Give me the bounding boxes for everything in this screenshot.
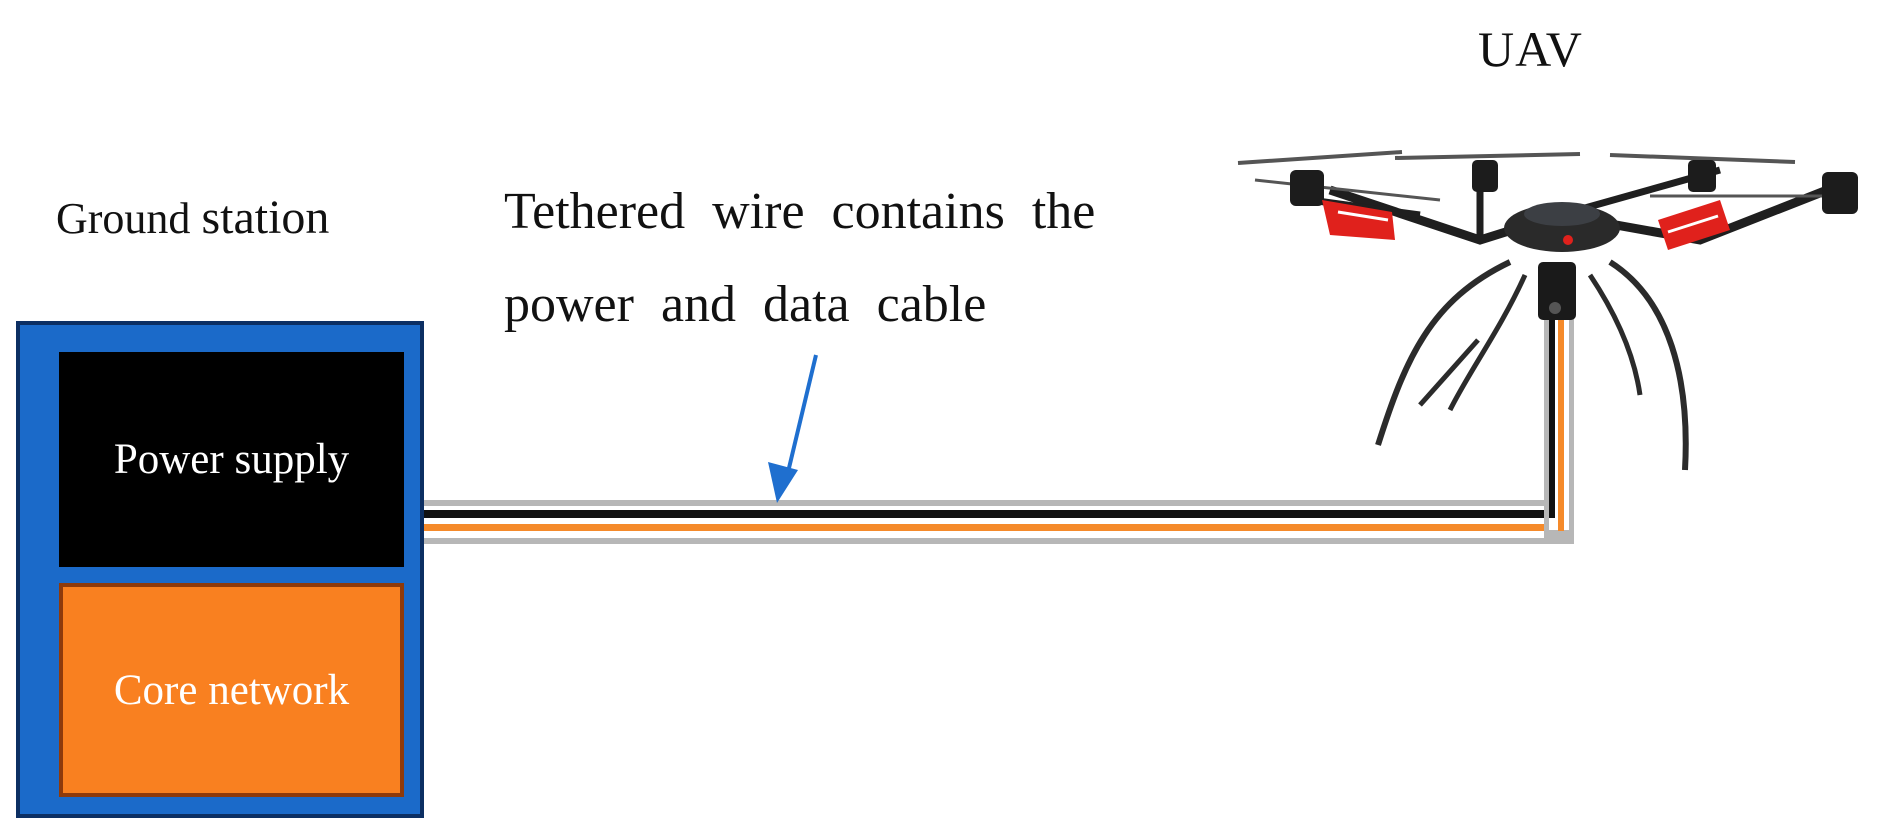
power-supply-label: Power supply: [113, 436, 350, 483]
arrow-icon: [768, 354, 818, 503]
ground-station-label-word2: station: [201, 191, 330, 244]
tethered-wire: [424, 318, 1574, 544]
core-network-label: Core network: [113, 666, 350, 714]
power-supply-box: Power supply: [59, 352, 404, 567]
core-network-box: Core network: [59, 583, 404, 797]
uav-drone-icon: [1237, 150, 1858, 471]
ground-station-label-word1: Ground: [56, 194, 191, 243]
ground-station-label: Ground station: [56, 190, 329, 245]
tethered-wire-caption-line1: Tethered wire contains the: [504, 183, 1096, 240]
tethered-wire-caption: Tethered wire contains the power and dat…: [504, 165, 1095, 351]
uav-label: UAV: [1478, 21, 1583, 77]
tethered-wire-caption-line2: power and data cable: [504, 276, 987, 333]
